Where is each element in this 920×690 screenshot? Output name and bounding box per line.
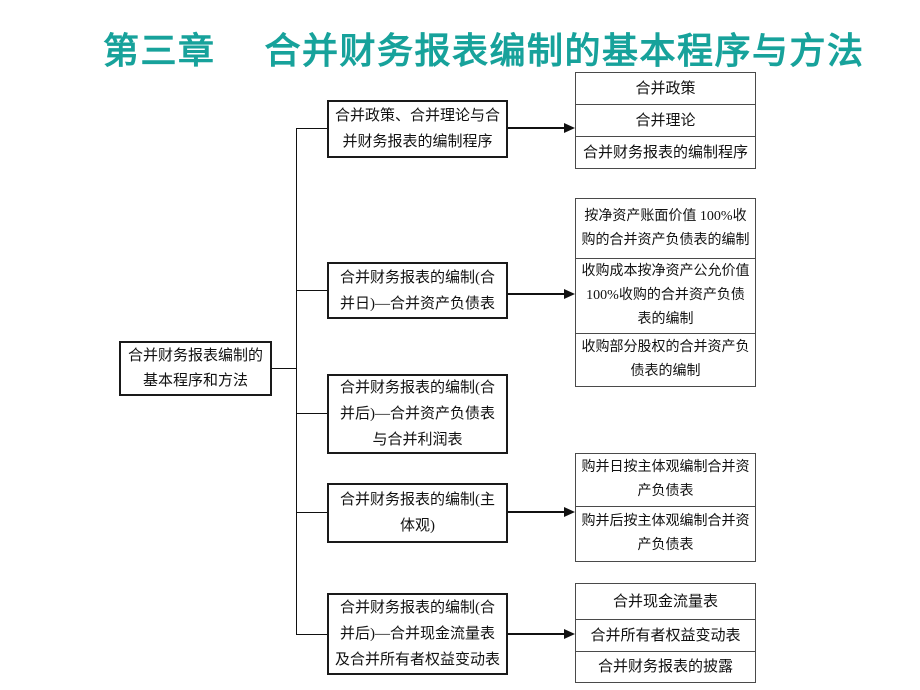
arrow-head-m2 [564,289,575,299]
middle-node-post-acquisition: 合并财务报表的编制(合 并后)—合并资产负债表 与合并利润表 [327,374,508,454]
arrow-line-m1 [508,127,565,129]
arrow-line-m4 [508,511,565,513]
group-cell: 合并政策 [635,80,696,97]
arrow-line-m5 [508,633,565,635]
connector-trunk-m2 [297,290,327,291]
connector-trunk-m5 [297,634,327,635]
group-cell: 合并所有者权益变动表 [576,619,755,651]
group-cell: 合并理论 [576,104,755,136]
connector-trunk-m4 [297,512,327,513]
group-cell: 合并财务报表的编制程序 [576,136,755,168]
group-cell: 按净资产账面价值 100%收 购的合并资产负债表的编制 [581,208,750,248]
trunk-line [296,128,297,635]
group-entity-view: 购并日按主体观编制合并资 产负债表 购并后按主体观编制合并资 产负债表 [575,453,756,562]
slide-title: 第三章 合并财务报表编制的基本程序与方法 [103,30,865,71]
middle-node-policies: 合并政策、合并理论与合 并财务报表的编制程序 [327,100,508,158]
group-cell: 购并后按主体观编制合并资 产负债表 [576,506,755,561]
group-acquisition-date: 按净资产账面价值 100%收 购的合并资产负债表的编制 收购成本按净资产公允价值… [575,198,756,387]
arrow-head-m5 [564,629,575,639]
group-cell: 合并现金流量表 [612,593,718,610]
group-cell: 购并日按主体观编制合并资 产负债表 [581,460,750,499]
connector-root-trunk [271,368,297,369]
connector-trunk-m3 [297,413,327,414]
arrow-head-m1 [564,123,575,133]
group-policies: 合并政策 合并理论 合并财务报表的编制程序 [575,72,756,169]
group-cashflow-equity: 合并现金流量表 合并所有者权益变动表 合并财务报表的披露 [575,583,756,683]
arrow-head-m4 [564,507,575,517]
middle-node-acquisition-date: 合并财务报表的编制(合 并日)—合并资产负债表 [327,262,508,319]
group-cell: 合并财务报表的披露 [576,651,755,682]
group-cell: 收购成本按净资产公允价值 100%收购的合并资产负债 表的编制 [576,258,755,333]
middle-node-entity-view: 合并财务报表的编制(主 体观) [327,483,508,543]
connector-trunk-m1 [297,128,327,129]
arrow-line-m2 [508,293,565,295]
root-node: 合并财务报表编制的 基本程序和方法 [119,341,272,396]
group-cell: 收购部分股权的合并资产负 债表的编制 [576,333,755,386]
middle-node-cashflow-equity: 合并财务报表的编制(合 并后)—合并现金流量表 及合并所有者权益变动表 [327,593,508,675]
